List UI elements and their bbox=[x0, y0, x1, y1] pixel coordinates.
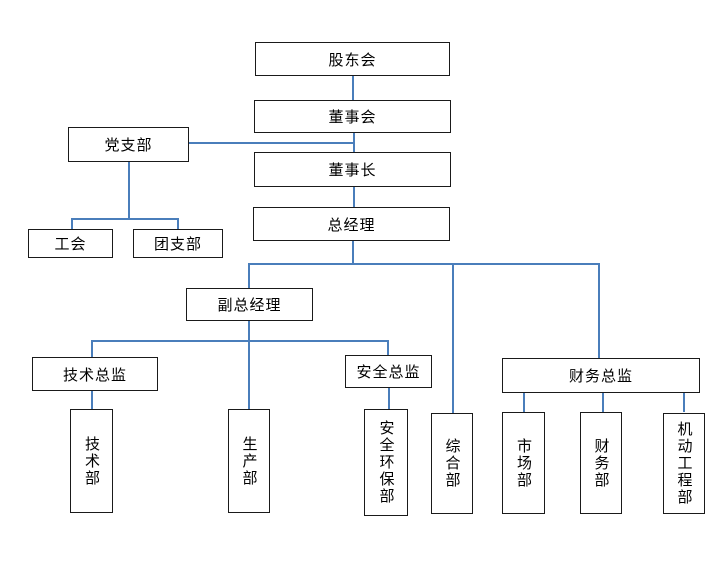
node-chairman: 董事长 bbox=[254, 152, 451, 187]
node-technical-director: 技术总监 bbox=[32, 357, 158, 391]
node-deputy-general-manager: 副总经理 bbox=[186, 288, 313, 321]
connector-party-to-main-line bbox=[189, 142, 353, 144]
connector-tier1-bus bbox=[248, 263, 599, 265]
connector-party-children-bus bbox=[71, 218, 178, 220]
node-mechanical-engineering-dept: 机动工程部 bbox=[663, 413, 705, 514]
connector-findir-finance bbox=[602, 393, 604, 412]
connector-techdir-techdept bbox=[91, 391, 93, 409]
connector-safetydir-safetyenv bbox=[388, 388, 390, 409]
node-finance-director: 财务总监 bbox=[502, 358, 700, 393]
connector-drop-youth-league bbox=[177, 218, 179, 229]
node-general-affairs-dept: 综合部 bbox=[431, 413, 473, 514]
connector-drop-deputy-gm bbox=[248, 263, 250, 288]
connector-party-down bbox=[128, 162, 130, 218]
node-party-branch: 党支部 bbox=[68, 127, 189, 162]
node-technical-dept: 技术部 bbox=[70, 409, 113, 513]
node-marketing-dept: 市场部 bbox=[502, 412, 545, 514]
node-shareholders-meeting: 股东会 bbox=[255, 42, 450, 76]
node-board-of-directors: 董事会 bbox=[254, 100, 451, 133]
connector-drop-general-affairs bbox=[452, 263, 454, 413]
connector-deputy-to-production bbox=[248, 321, 250, 409]
node-safety-director: 安全总监 bbox=[345, 355, 432, 388]
connector-board-chairman bbox=[353, 133, 355, 152]
connector-drop-finance-director bbox=[598, 263, 600, 358]
node-general-manager: 总经理 bbox=[253, 207, 450, 241]
node-labor-union: 工会 bbox=[28, 229, 113, 258]
node-safety-env-dept: 安全环保部 bbox=[364, 409, 408, 516]
connector-chairman-gm bbox=[353, 187, 355, 207]
connector-drop-safety-director bbox=[387, 340, 389, 355]
connector-findir-mecheng bbox=[683, 393, 685, 412]
connector-drop-technical-director bbox=[91, 340, 93, 357]
connector-tier2-bus bbox=[91, 340, 388, 342]
connector-shareholders-board bbox=[352, 76, 354, 100]
node-production-dept: 生产部 bbox=[228, 409, 270, 513]
connector-findir-marketing bbox=[523, 393, 525, 412]
node-youth-league-branch: 团支部 bbox=[133, 229, 223, 258]
connector-drop-labor-union bbox=[71, 218, 73, 229]
connector-gm-down bbox=[352, 241, 354, 263]
node-finance-dept: 财务部 bbox=[580, 412, 622, 514]
